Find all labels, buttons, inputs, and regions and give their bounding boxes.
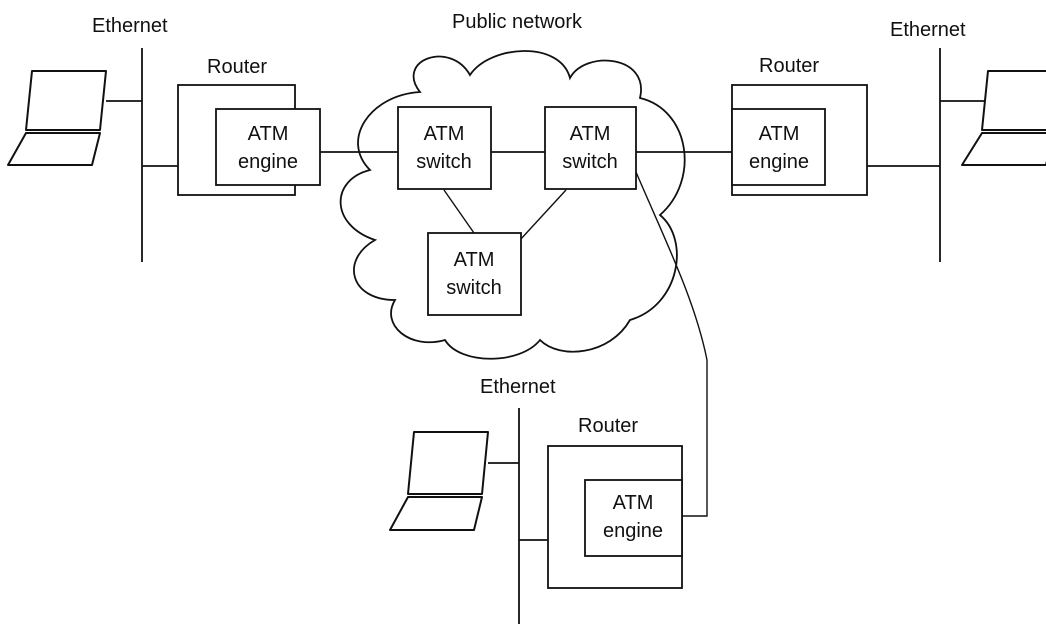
link-right-switch-bottom-switch [519, 189, 567, 241]
atm-engine-right-box [731, 108, 826, 186]
atm-switch-left-line2: switch [416, 151, 472, 173]
atm-engine-bottom-line2: engine [603, 520, 663, 542]
public-network-label: Public network [452, 11, 583, 33]
atm-engine-right-line1: ATM [759, 123, 800, 145]
atm-switch-bottom-box [427, 232, 522, 316]
link-left-switch-bottom-switch [443, 189, 475, 234]
atm-engine-left-line1: ATM [248, 123, 289, 145]
atm-switch-left-box [397, 106, 492, 190]
laptop-right-icon [961, 70, 1046, 166]
ethernet-right-label: Ethernet [890, 19, 966, 41]
atm-switch-right-line1: ATM [570, 123, 611, 145]
atm-engine-left-box [215, 108, 321, 186]
atm-switch-bottom-line1: ATM [454, 249, 495, 271]
atm-switch-bottom-line2: switch [446, 277, 502, 299]
router-left-label: Router [207, 56, 267, 78]
atm-engine-left-line2: engine [238, 151, 298, 173]
public-network-cloud [339, 50, 686, 360]
laptop-left-icon [7, 70, 107, 166]
atm-switch-left-line1: ATM [424, 123, 465, 145]
atm-engine-right-line2: engine [749, 151, 809, 173]
link-right-switch-bottom-engine [635, 171, 708, 517]
laptop-bottom-icon [389, 431, 489, 531]
atm-switch-right-box [544, 106, 637, 190]
router-bottom-label: Router [578, 415, 638, 437]
ethernet-left-label: Ethernet [92, 15, 168, 37]
atm-switch-right-line2: switch [562, 151, 618, 173]
router-right-label: Router [759, 55, 819, 77]
ethernet-bottom-label: Ethernet [480, 376, 556, 398]
atm-engine-bottom-box [584, 479, 683, 557]
atm-engine-bottom-line1: ATM [613, 492, 654, 514]
